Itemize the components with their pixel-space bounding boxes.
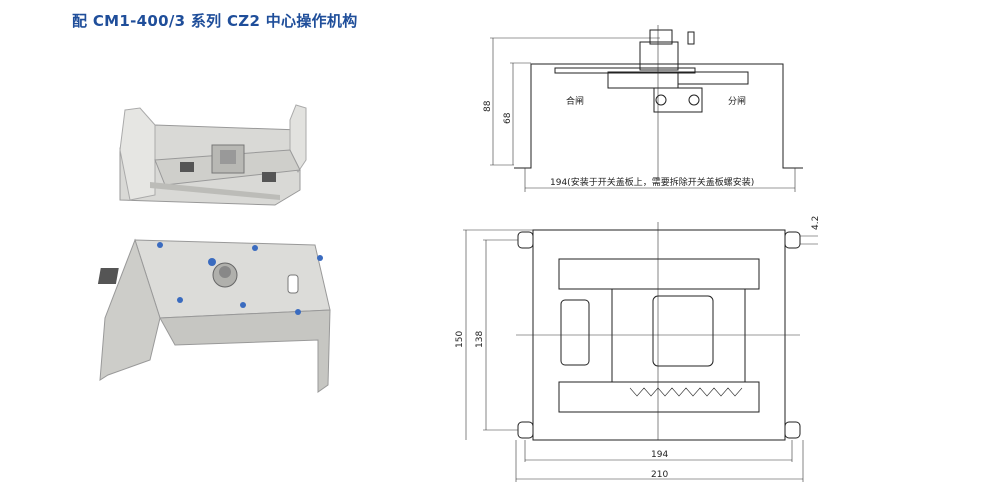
dim-total-height: 88: [483, 100, 493, 112]
label-close: 合闸: [566, 95, 584, 107]
label-open: 分闸: [728, 96, 746, 107]
dim-slot: 4.2: [811, 216, 821, 230]
dim-outer-height: 150: [455, 331, 465, 348]
dim-hole-width: 194: [651, 450, 668, 460]
page-title: 配 CM1-400/3 系列 CZ2 中心操作机构: [72, 12, 358, 30]
photo-mechanism-assembled: [119, 104, 307, 206]
side-view-drawing: 88 68 合闸 分闸 194(安装于开关盖板上，需要拆除开关盖板螺安装): [483, 25, 803, 192]
photo-base-plate: [97, 238, 331, 393]
dim-outer-width: 210: [651, 470, 668, 480]
top-view-drawing: 150 138 4.2 194 210: [455, 216, 821, 482]
dim-hole-height: 138: [475, 331, 485, 348]
dim-width-note: 194(安装于开关盖板上，需要拆除开关盖板螺安装): [550, 176, 754, 188]
dim-bracket-height: 68: [503, 112, 513, 124]
